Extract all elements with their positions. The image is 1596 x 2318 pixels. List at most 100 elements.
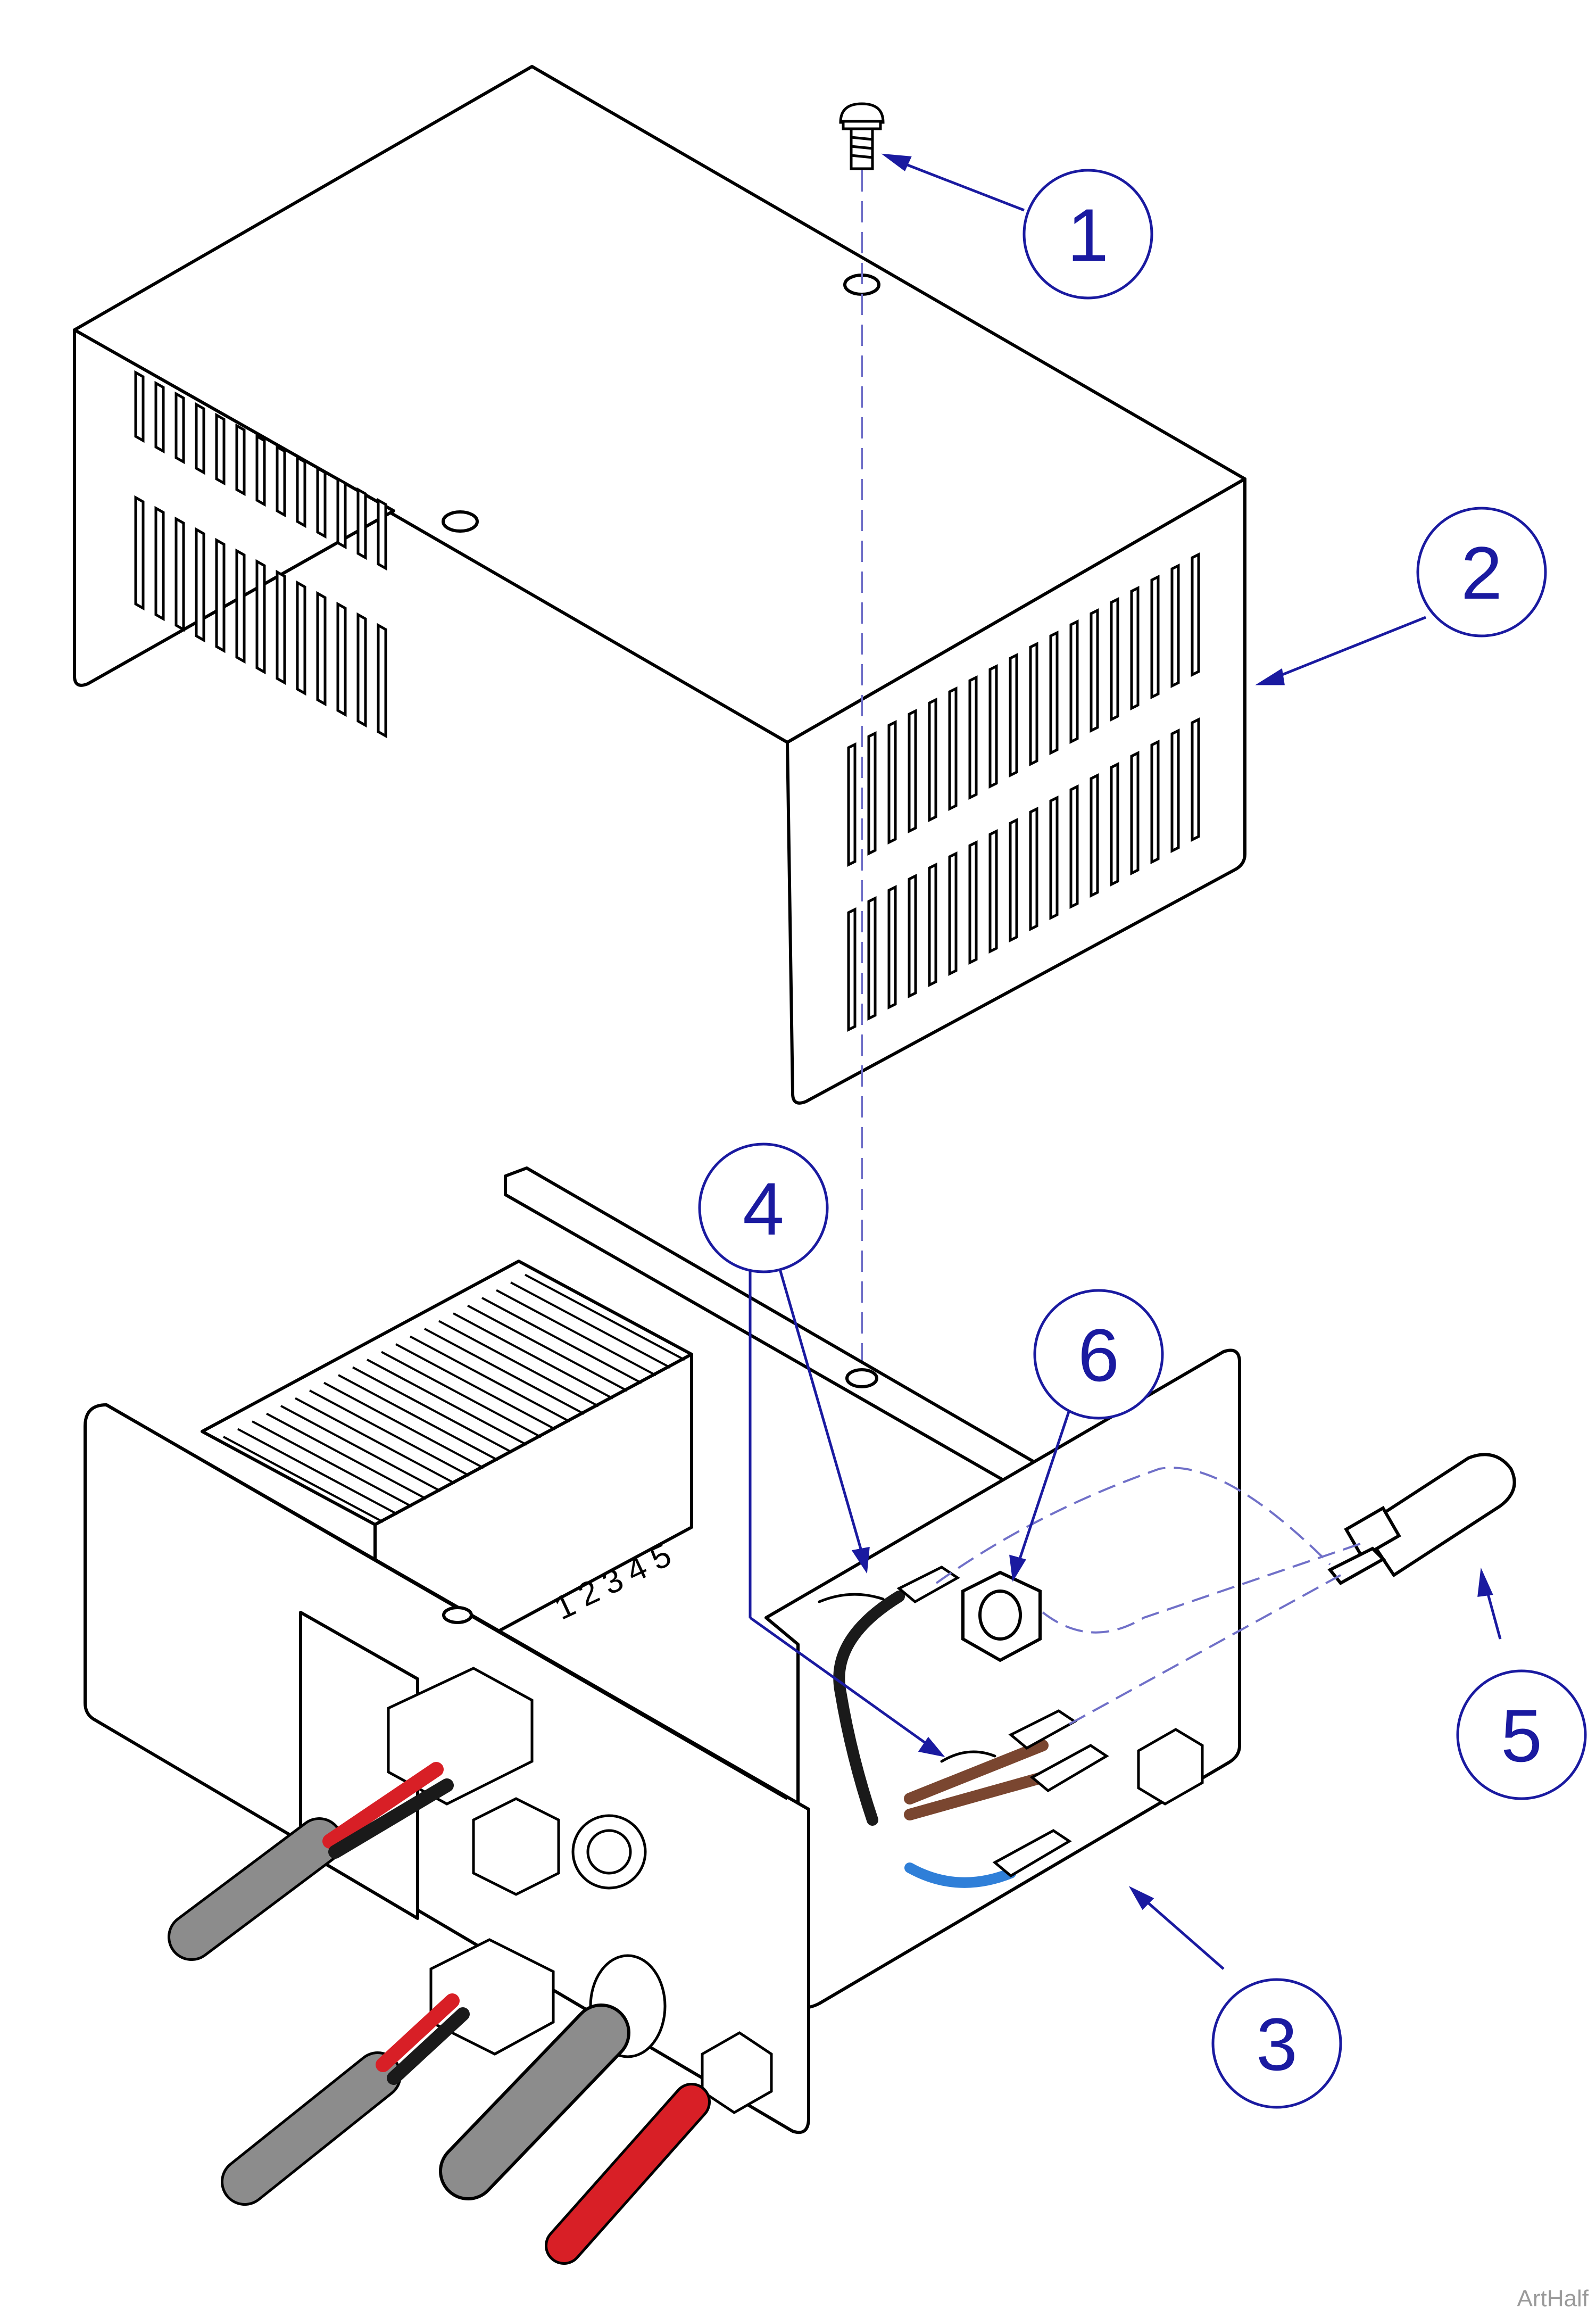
callout-1: 1 [1067,193,1109,277]
vent-slot [928,697,937,823]
vent-slot [195,402,205,475]
vent-slot [356,612,367,728]
vent-slot [867,731,877,856]
vent-slot [154,380,165,454]
internal-wiring [818,1566,1109,1888]
heatsink-fin [223,1436,384,1523]
watermark-text: ArtHalf [1517,2286,1589,2312]
vent-slot [134,495,145,611]
callout-2: 2 [1461,531,1502,615]
wire-brown-1 [904,1740,1049,1804]
cover-left-vents [134,370,387,739]
front-panel-inner-edge [105,1403,788,1800]
vent-slot [154,506,165,622]
vent-slot [1090,608,1099,733]
heatsink-fin [252,1420,412,1508]
tap-number-4: 4 [621,1549,653,1590]
callouts: 1 2 3 4 5 6 [698,153,1587,2109]
vent-slot [928,862,937,988]
vent-slot [1090,773,1099,898]
vent-slot [296,580,306,696]
vent-slot [255,559,266,675]
vent-slot [1009,817,1018,943]
vent-slot [1029,806,1038,932]
heatsink-fin [237,1428,398,1516]
vent-slot [1130,585,1140,711]
vent-slot [887,884,897,1010]
vent-slot [215,537,226,653]
heatsink-fin [410,1335,570,1423]
vent-slot [988,829,998,954]
vent-slot [276,569,286,685]
front-panel-hole [442,1606,473,1624]
vent-slot [847,907,857,1032]
heatsink-fin [352,1366,513,1454]
wire-blue [904,1862,1016,1888]
heatsink-fin [467,1304,628,1392]
vent-slot [968,840,978,965]
vent-slot [1170,563,1180,689]
vent-slot [1110,597,1119,722]
vent-slot [215,412,226,486]
callout-4: 4 [743,1167,784,1251]
vent-slot [1130,750,1140,876]
vent-slot [1150,574,1160,700]
vent-slot [276,444,286,518]
heatsink-fin [481,1297,642,1384]
heatsink-fins [223,1273,685,1523]
screw [839,102,885,170]
heatsink-fin [496,1289,656,1377]
vent-slot [235,548,246,664]
vent-slot [1191,717,1200,842]
heatsink-fin [323,1381,484,1469]
vent-slot [1069,619,1079,744]
wire-tie-upper [818,1593,885,1603]
vent-slot [1049,630,1059,756]
vent-slot [356,487,367,560]
vent-slot [1170,728,1180,854]
vent-slot [195,527,205,643]
callout-5: 5 [1501,1694,1542,1777]
vent-slot [174,391,185,465]
vent-slot [336,601,347,717]
heatsink-fin [525,1273,685,1361]
heatsink-fin [453,1312,613,1400]
tap-number-1: 1 [549,1586,581,1627]
tap-number-2: 2 [573,1573,605,1614]
cover-front-vents [847,552,1200,1032]
heatsink-fin [424,1328,585,1415]
vent-slot [1110,761,1119,887]
callout-3: 3 [1256,2002,1298,2086]
vent-slot [255,434,266,507]
vent-slot [968,675,978,800]
fuse-holder-bushing [1137,1728,1204,1806]
vent-slot [1029,641,1038,767]
heatsink-fin [295,1397,455,1485]
heatsink-fin [280,1405,441,1492]
vent-slot [988,664,998,789]
vent-slot [1150,739,1160,865]
vent-slot [377,623,387,739]
cables [168,1762,711,2265]
fuse-leader-dashes [935,1467,1362,1725]
vent-slot [908,873,917,999]
vent-slot [1009,652,1018,778]
wire-black [833,1591,905,1826]
tap-number-5: 5 [645,1537,677,1578]
vent-slot [296,455,306,528]
fuse-holder [1327,1453,1516,1585]
callout-6: 6 [1078,1313,1119,1397]
heatsink-fin [338,1374,498,1461]
vent-slot [316,466,327,539]
vent-slot [1049,795,1059,921]
vent-slot [1191,552,1200,677]
cover-left-side [73,328,395,687]
vent-slot [948,851,958,976]
vent-slot [316,591,327,707]
vent-slot [235,423,246,496]
tap-number-3: 3 [597,1561,629,1602]
vent-slot [887,719,897,845]
heatsink-fin [395,1343,556,1430]
heatsink-fin [367,1359,527,1446]
